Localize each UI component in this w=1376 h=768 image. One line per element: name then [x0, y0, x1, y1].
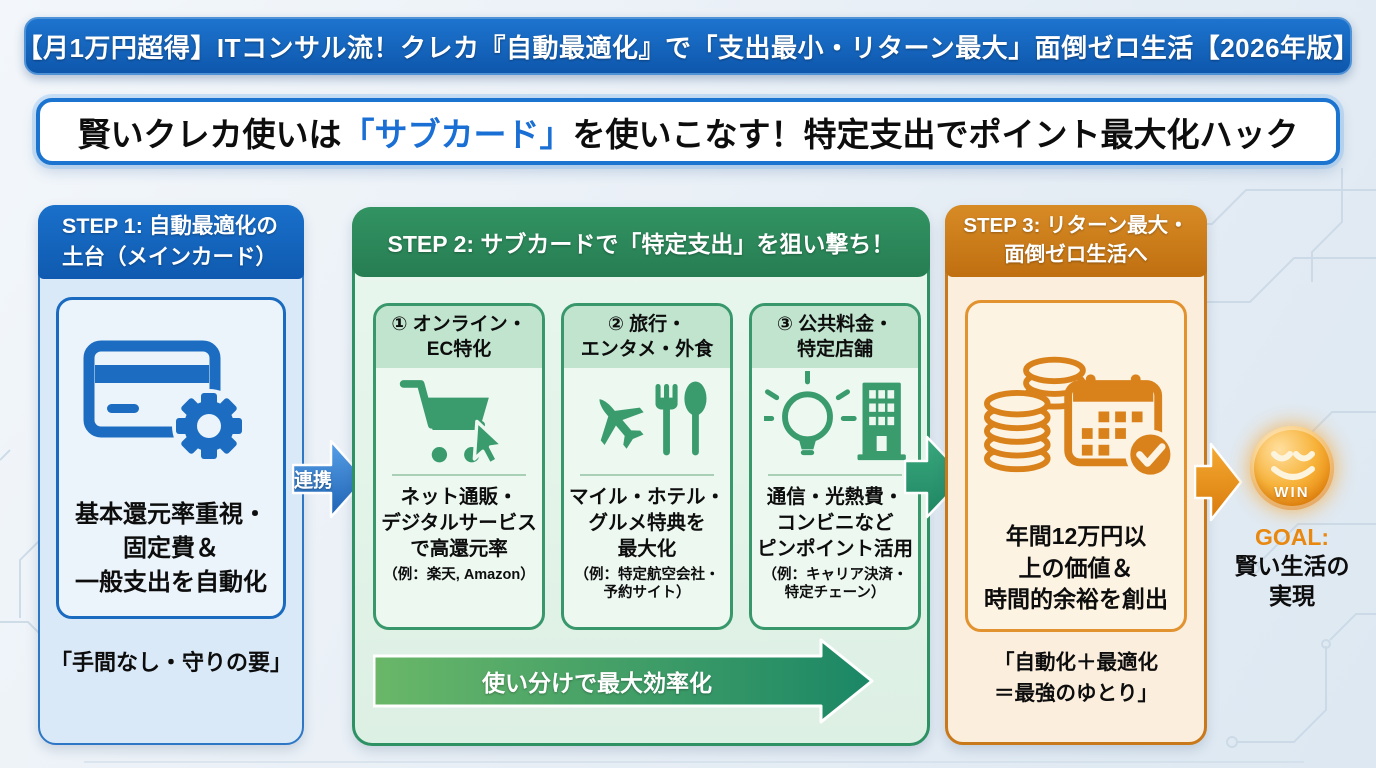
- step2-card2-example-line1: （例：特定航空会社・: [574, 566, 720, 583]
- lightbulb-building-icon: [752, 368, 918, 474]
- step3-card-text: 年間12万円以 上の価値＆ 時間的余裕を創出: [984, 521, 1168, 616]
- step2-card1-body: ネット通販・ デジタルサービス で高還元率: [376, 485, 542, 562]
- step2-bottom-arrow: 使い分けで最大効率化: [372, 638, 875, 724]
- step2-card2-example-line2: 予約サイト）: [603, 585, 691, 602]
- step1-title-line1: STEP 1: 自動最適化の: [62, 214, 278, 238]
- step3-panel: STEP 3: リターン最大・ 面倒ゼロ生活へ: [945, 205, 1207, 745]
- step2-card1-example: （例：楽天, Amazon）: [376, 566, 542, 585]
- smiley-face-icon: [1271, 451, 1315, 480]
- step2-card1-body-line1: ネット通販・: [400, 486, 518, 509]
- step3-title-line1: STEP 3: リターン最大・: [963, 214, 1189, 238]
- step2-card3-example-line1: （例：キャリア決済・: [762, 566, 908, 583]
- headline-post: を使いこなす！特定支出でポイント最大化ハック: [572, 115, 1299, 153]
- link-arrow-label: 連携: [293, 470, 332, 492]
- step2-card2-body-line3: 最大化: [617, 537, 677, 560]
- step1-caption: 「手間なし・守りの要」: [49, 650, 292, 675]
- step2-card1-body-line3: で高還元率: [410, 537, 508, 560]
- step2-card1-body-line2: デジタルサービス: [381, 512, 537, 535]
- step2-card2-body-line1: マイル・ホテル・: [568, 486, 725, 509]
- headline-highlight: 「サブカード」: [341, 115, 573, 153]
- step2-card3-example-line2: 特定チェーン）: [784, 585, 886, 602]
- divider: [768, 474, 902, 477]
- step2-card2-title-line1: ② 旅行・: [607, 314, 687, 335]
- goal-section: WIN GOAL: 賢い生活の 実現: [1232, 426, 1352, 612]
- step2-card2-title-line2: エンタメ・外食: [580, 338, 714, 360]
- step2-card3-body-line3: ピンポイント活用: [756, 537, 913, 560]
- step2-card2-title: ② 旅行・ エンタメ・外食: [564, 306, 730, 369]
- airplane-cutlery-icon: [564, 368, 730, 474]
- step1-card: 基本還元率重視・ 固定費＆ 一般支出を自動化: [56, 297, 286, 619]
- step2-title: STEP 2: サブカードで「特定支出」を狙い撃ち！: [387, 231, 895, 257]
- step2-card3-body: 通信・光熱費・ コンビニなど ピンポイント活用: [752, 485, 918, 562]
- shopping-cart-cursor-icon: [376, 368, 542, 474]
- step2-card3-body-line1: 通信・光熱費・: [766, 486, 904, 509]
- coins-calendar-check-icon: [978, 303, 1174, 521]
- step2-card3-title-line1: ③ 公共料金・: [776, 314, 894, 335]
- step3-title-line2: 面倒ゼロ生活へ: [1004, 243, 1148, 266]
- goal-text: 賢い生活の 実現: [1232, 551, 1352, 612]
- wide-right-arrow-icon: [372, 638, 874, 724]
- step2-card3-body-line2: コンビニなど: [776, 512, 894, 535]
- step2-bottom-arrow-label: 使い分けで最大効率化: [482, 670, 712, 696]
- step1-body-line2: 固定費＆: [123, 534, 219, 562]
- top-banner-title: 【月1万円超得】ITコンサル流！クレカ『自動最適化』で「支出最小・リターン最大」…: [16, 32, 1360, 63]
- step1-card-text: 基本還元率重視・ 固定費＆ 一般支出を自動化: [75, 498, 267, 600]
- step3-caption: 「自動化＋最適化 ＝最強のゆとり」: [948, 648, 1204, 710]
- step3-body-line3: 時間的余裕を創出: [984, 586, 1168, 613]
- step3-header: STEP 3: リターン最大・ 面倒ゼロ生活へ: [945, 205, 1207, 277]
- step3-caption-line2: ＝最強のゆとり」: [994, 681, 1158, 705]
- step3-card: 年間12万円以 上の価値＆ 時間的余裕を創出: [965, 300, 1187, 632]
- step2-card1-example-line1: （例：楽天, Amazon）: [383, 566, 535, 583]
- step2-card3-example: （例：キャリア決済・ 特定チェーン）: [752, 566, 918, 604]
- right-arrow-icon: [291, 439, 367, 519]
- credit-card-gear-icon: [81, 300, 261, 498]
- win-badge-label: WIN: [1274, 484, 1310, 501]
- right-arrow-icon: [1193, 442, 1243, 522]
- step1-header: STEP 1: 自動最適化の 土台（メインカード）: [38, 205, 304, 279]
- step2-card2-body-line2: グルメ特典を: [588, 512, 706, 535]
- step2-card3-title-line2: 特定店舗: [796, 338, 873, 360]
- divider: [392, 474, 526, 477]
- step2-panel: STEP 2: サブカードで「特定支出」を狙い撃ち！ ① オンライン・ EC特化…: [352, 207, 930, 746]
- step1-body-line3: 一般支出を自動化: [75, 568, 267, 596]
- step1-title-line2: 土台（メインカード）: [62, 245, 278, 270]
- headline-box: 賢いクレカ使いは「サブカード」を使いこなす！特定支出でポイント最大化ハック: [36, 98, 1340, 165]
- step2-card-travel-dining: ② 旅行・ エンタメ・外食: [561, 303, 733, 630]
- smiley-win-badge: WIN: [1250, 426, 1334, 510]
- step2-card-online-ec: ① オンライン・ EC特化 ネット通販・ デジタルサービス で高還元率 （例: [373, 303, 545, 630]
- step3-to-goal-arrow: [1193, 438, 1244, 526]
- headline-pre: 賢いクレカ使いは: [77, 115, 342, 153]
- divider: [580, 474, 714, 477]
- link-arrow: 連携: [291, 438, 368, 520]
- step1-panel: STEP 1: 自動最適化の 土台（メインカード）: [38, 205, 304, 745]
- step2-card1-title: ① オンライン・ EC特化: [376, 306, 542, 369]
- step3-body-line1: 年間12万円以: [1005, 522, 1147, 549]
- step2-card1-title-line2: EC特化: [426, 338, 492, 360]
- step3-body-line2: 上の価値＆: [1018, 554, 1134, 581]
- step3-caption-line1: 「自動化＋最適化: [994, 651, 1158, 674]
- goal-text-line1: 賢い生活の: [1234, 553, 1350, 579]
- step1-body-line1: 基本還元率重視・: [75, 500, 267, 528]
- step2-card3-title: ③ 公共料金・ 特定店舗: [752, 306, 918, 369]
- step2-card2-example: （例：特定航空会社・ 予約サイト）: [564, 566, 730, 604]
- step2-header: STEP 2: サブカードで「特定支出」を狙い撃ち！: [352, 207, 930, 277]
- step2-card1-title-line1: ① オンライン・: [391, 314, 527, 335]
- top-banner: 【月1万円超得】ITコンサル流！クレカ『自動最適化』で「支出最小・リターン最大」…: [16, 17, 1359, 75]
- step2-card2-body: マイル・ホテル・ グルメ特典を 最大化: [564, 485, 730, 562]
- goal-text-line2: 実現: [1269, 583, 1315, 610]
- goal-label: GOAL:: [1254, 524, 1330, 550]
- step2-card-utilities-stores: ③ 公共料金・ 特定店舗: [749, 303, 921, 630]
